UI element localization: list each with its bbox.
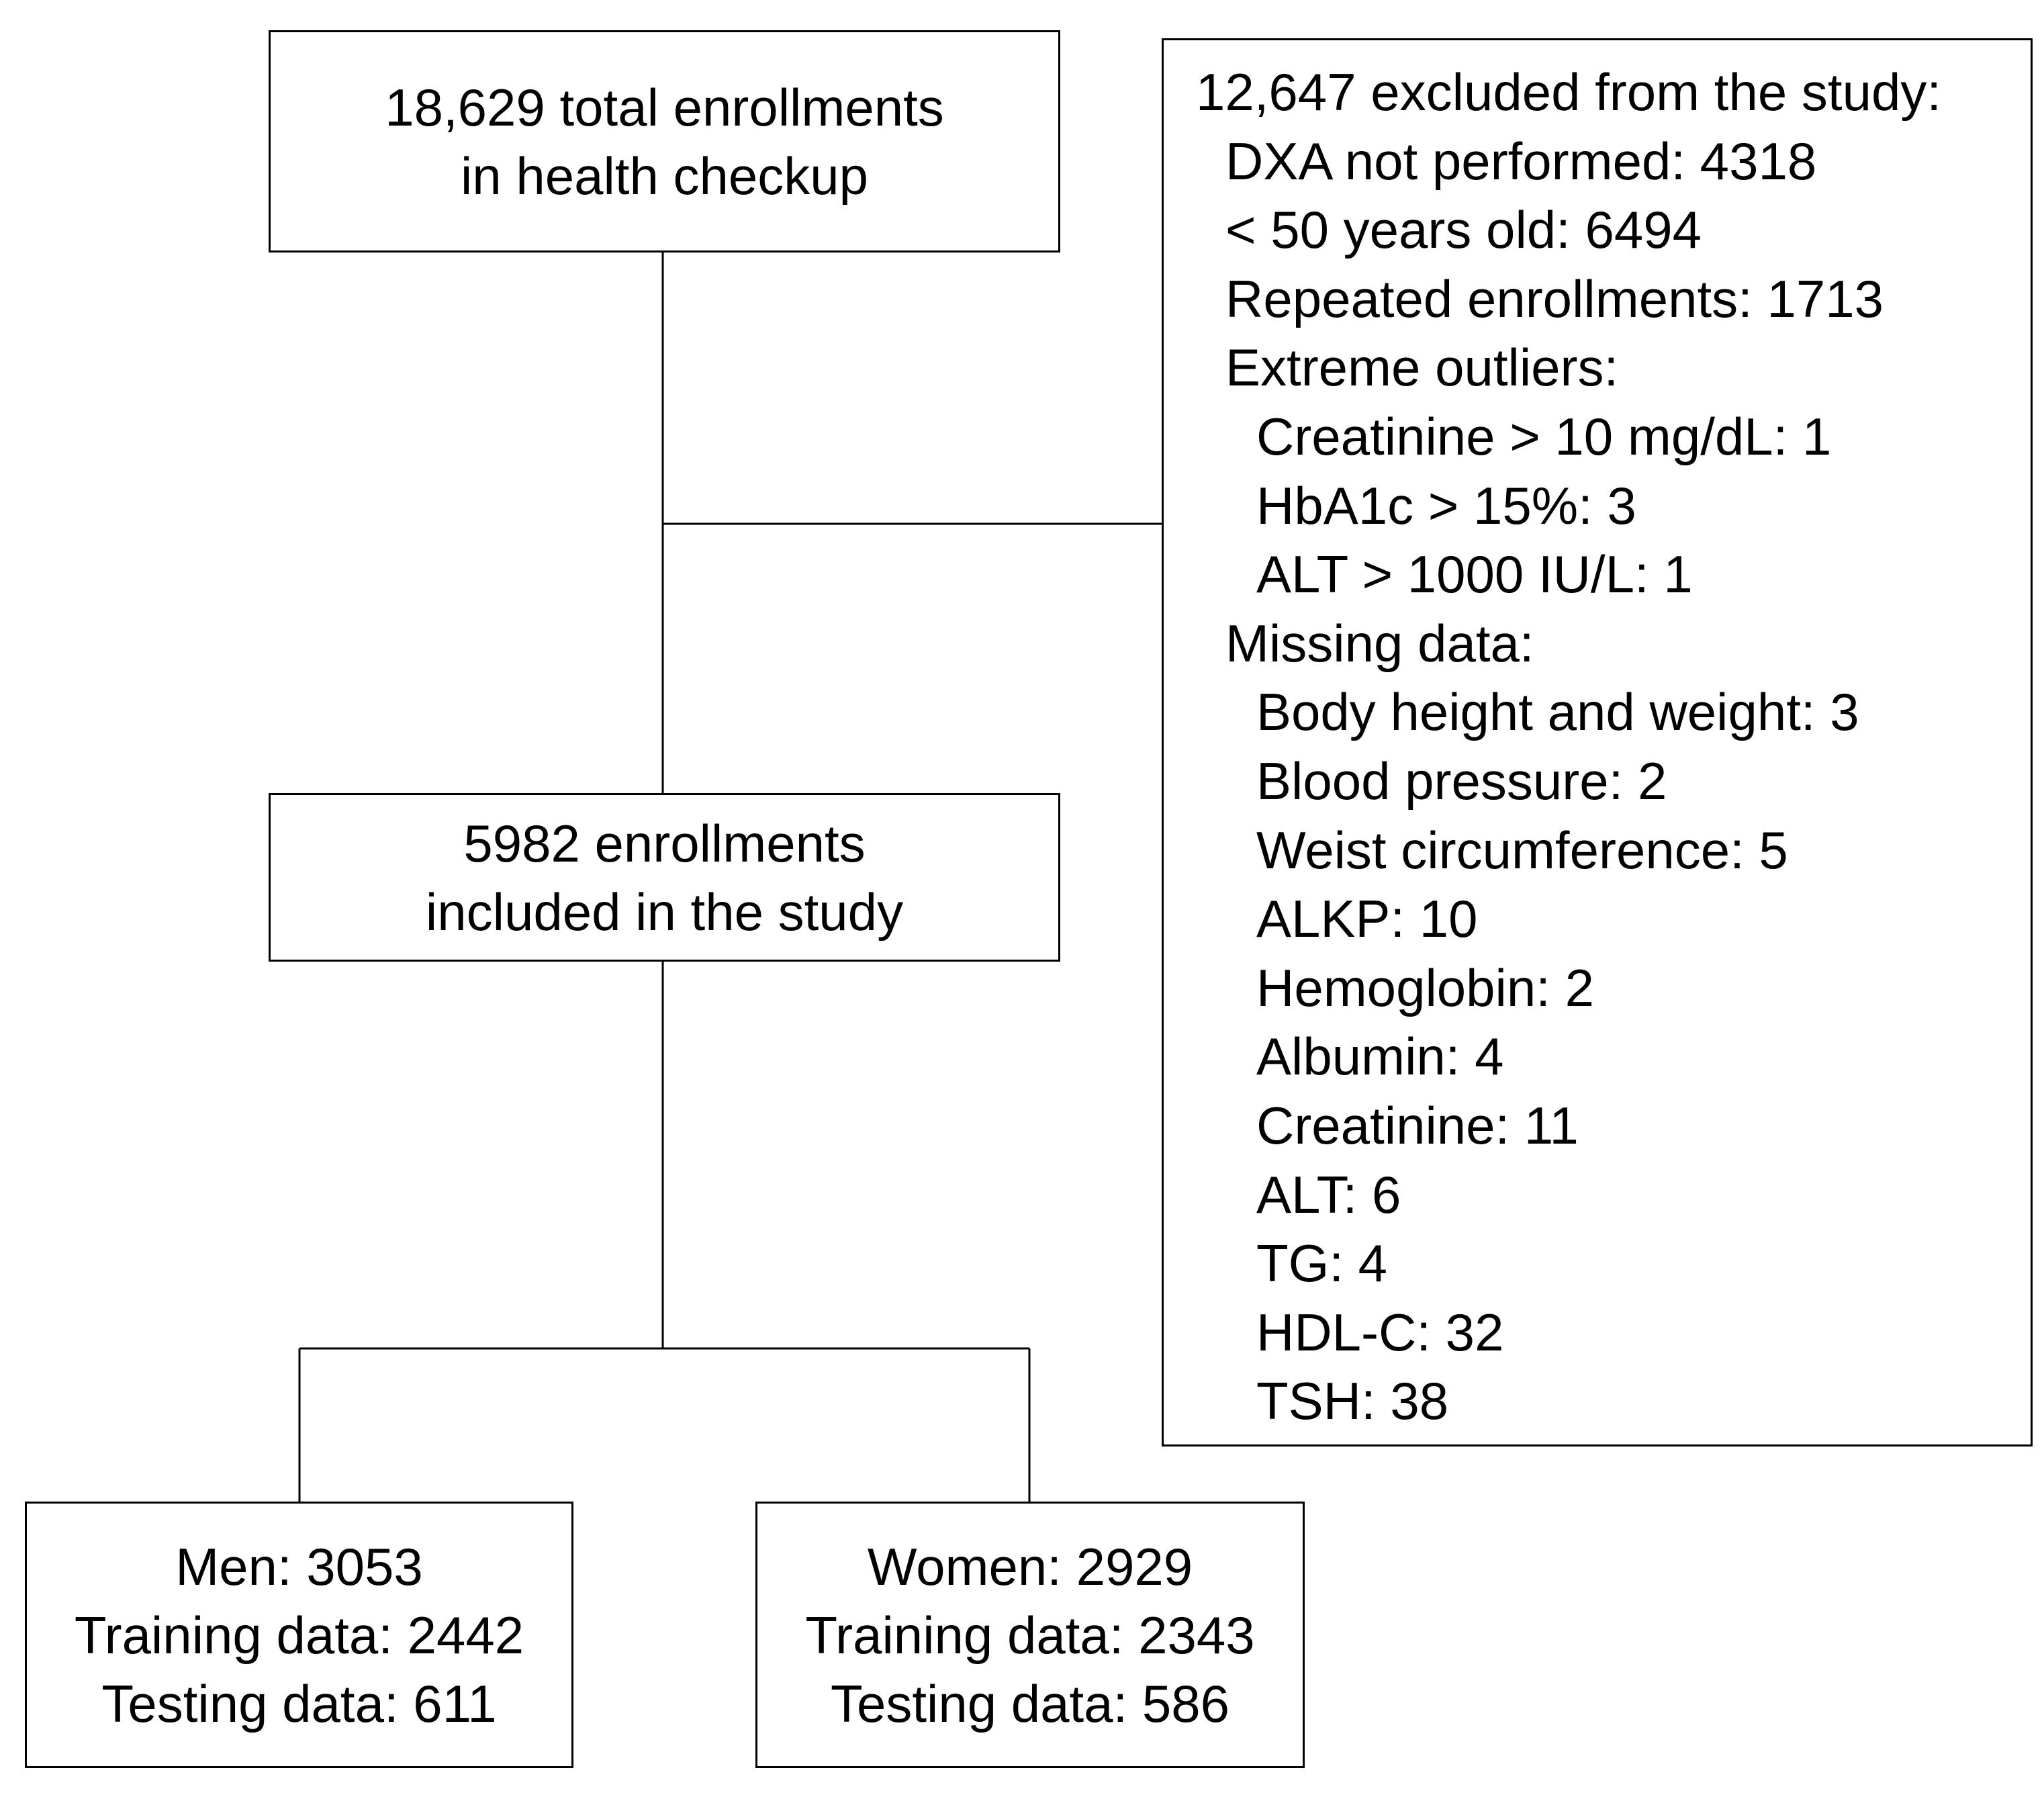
included-enrollments-box: 5982 enrollments included in the study xyxy=(269,793,1060,962)
excluded-repeated-enrollments: Repeated enrollments: 1713 xyxy=(1225,269,1884,328)
missing-data-item: Body height and weight: 3 xyxy=(1256,682,1859,742)
women-testing-data: Testing data: 586 xyxy=(830,1673,1230,1733)
missing-data-item: Creatinine: 11 xyxy=(1256,1095,1579,1155)
missing-data-item: Weist circumference: 5 xyxy=(1256,820,1788,880)
missing-data-item: Albumin: 4 xyxy=(1256,1027,1504,1087)
excluded-header: 12,647 excluded from the study: xyxy=(1196,62,1942,122)
missing-data-item: Hemoglobin: 2 xyxy=(1256,958,1594,1017)
total-enrollments-line-1: 18,629 total enrollments xyxy=(385,77,944,137)
excluded-box: 12,647 excluded from the study: DXA not … xyxy=(1162,38,2033,1446)
outlier-item: Creatinine > 10 mg/dL: 1 xyxy=(1256,406,1832,466)
missing-data-header: Missing data: xyxy=(1225,613,1534,673)
women-training-data: Training data: 2343 xyxy=(805,1605,1255,1665)
missing-data-item: HDL-C: 32 xyxy=(1256,1302,1504,1362)
outlier-item: HbA1c > 15%: 3 xyxy=(1256,475,1636,535)
excluded-under-50: < 50 years old: 6494 xyxy=(1225,200,1702,260)
extreme-outliers-header: Extreme outliers: xyxy=(1225,338,1619,398)
women-box: Women: 2929 Training data: 2343 Testing … xyxy=(755,1502,1305,1768)
men-testing-data: Testing data: 611 xyxy=(101,1673,497,1733)
missing-data-item: ALKP: 10 xyxy=(1256,889,1478,949)
women-count: Women: 2929 xyxy=(867,1536,1193,1596)
included-enrollments-line-2: included in the study xyxy=(425,882,904,941)
missing-data-item: Blood pressure: 2 xyxy=(1256,751,1667,811)
missing-data-item: ALT: 6 xyxy=(1256,1164,1401,1224)
total-enrollments-box: 18,629 total enrollments in health check… xyxy=(269,30,1060,252)
men-training-data: Training data: 2442 xyxy=(74,1605,524,1665)
total-enrollments-line-2: in health checkup xyxy=(460,146,869,205)
included-enrollments-line-1: 5982 enrollments xyxy=(463,813,866,873)
missing-data-item: TG: 4 xyxy=(1256,1234,1388,1293)
missing-data-item: TSH: 38 xyxy=(1256,1371,1449,1431)
men-box: Men: 3053 Training data: 2442 Testing da… xyxy=(25,1502,573,1768)
men-count: Men: 3053 xyxy=(175,1536,423,1596)
outlier-item: ALT > 1000 IU/L: 1 xyxy=(1256,545,1693,604)
excluded-dxa-not-performed: DXA not performed: 4318 xyxy=(1225,131,1817,191)
